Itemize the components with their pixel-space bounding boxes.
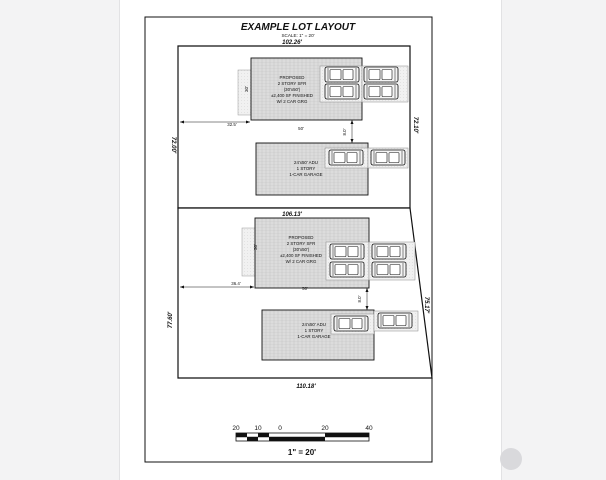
car-icon	[363, 66, 399, 83]
lot-bottom-house-line-5: W/ 2 CAR GRG	[286, 259, 317, 264]
lot-bottom-top-dim: 106.13'	[282, 212, 302, 218]
lot-top: 102.26' 72.00' 72.10' 30' PROPOSED 2 STO…	[170, 40, 418, 209]
lot-bottom-house-line-4: ±2,400 SF FINISHED	[280, 253, 322, 258]
scale-tick-0: 0	[278, 425, 282, 432]
car-icon	[377, 312, 413, 329]
car-icon	[324, 66, 360, 83]
lot-top-house-line-2: 2 STORY SFR	[278, 81, 307, 86]
lot-bottom-adu-line-1: 24'x50' ADU	[302, 322, 326, 327]
lot-bottom: 106.13' 77.60' 75.17' 110.18' 30' PROPOS…	[168, 207, 433, 390]
lot-bottom-house-depth: 30'	[253, 244, 258, 250]
car-icon	[371, 261, 407, 278]
lot-bottom-bottom-dim: 110.18'	[296, 384, 316, 390]
car-icon	[324, 83, 360, 100]
car-icon	[329, 261, 365, 278]
drawing-scale: SCALE: 1" = 20'	[281, 33, 314, 38]
lot-bottom-right-dim: 75.17'	[423, 297, 429, 314]
lot-top-house-line-5: W/ 2 CAR GRG	[277, 99, 308, 104]
lot-top-top-dim: 102.26'	[282, 40, 302, 46]
lot-bottom-adu-line-3: 1-CAR GARAGE	[297, 334, 330, 339]
lot-bottom-house-line-1: PROPOSED	[289, 235, 314, 240]
lot-top-house-width: 50'	[298, 126, 304, 131]
scale-tick-40: 40	[365, 425, 373, 432]
car-icon	[371, 243, 407, 260]
lot-top-adu-line-2: 1 STORY	[297, 166, 316, 171]
scale-tick-20-left: 20	[232, 425, 240, 432]
lot-top-house-depth: 30'	[244, 86, 249, 92]
lot-top-adu-line-1: 24'x50' ADU	[294, 160, 318, 165]
lot-top-right-dim: 72.10'	[412, 117, 418, 134]
scale-caption: 1" = 20'	[288, 448, 316, 457]
lot-top-gap: 8.0'	[342, 128, 347, 135]
scale-tick-10: 10	[254, 425, 262, 432]
lot-bottom-gap: 8.0'	[357, 295, 362, 302]
lot-bottom-house-line-3: (30'x50')	[293, 247, 310, 252]
lot-top-house-line-4: ±2,400 SF FINISHED	[271, 93, 313, 98]
lot-bottom-setback: 36.4'	[231, 281, 241, 286]
scale-tick-20: 20	[321, 425, 329, 432]
car-icon	[363, 83, 399, 100]
car-icon	[333, 315, 369, 332]
lot-top-setback: 32.5'	[227, 122, 237, 127]
car-icon	[370, 149, 406, 166]
right-margin	[501, 0, 606, 480]
lot-bottom-house-line-2: 2 STORY SFR	[287, 241, 316, 246]
scale-bar: 20 10 0 20 40 1" = 20'	[232, 425, 373, 457]
lot-bottom-porch	[241, 227, 256, 277]
lot-bottom-adu-line-2: 1 STORY	[305, 328, 324, 333]
lot-top-left-dim: 72.00'	[170, 137, 176, 154]
left-margin	[0, 0, 120, 480]
car-icon	[328, 149, 364, 166]
lot-bottom-left-dim: 77.60'	[168, 311, 174, 328]
drawing-title: EXAMPLE LOT LAYOUT	[241, 22, 356, 33]
sheet-border	[144, 16, 433, 463]
lot-top-house-line-1: PROPOSED	[280, 75, 305, 80]
lot-top-adu-line-3: 1-CAR GARAGE	[289, 172, 322, 177]
car-icon	[329, 243, 365, 260]
watermark-logo	[500, 448, 522, 470]
lot-bottom-house-width: 50'	[302, 286, 308, 291]
lot-top-house-line-3: (30'x50')	[284, 87, 301, 92]
